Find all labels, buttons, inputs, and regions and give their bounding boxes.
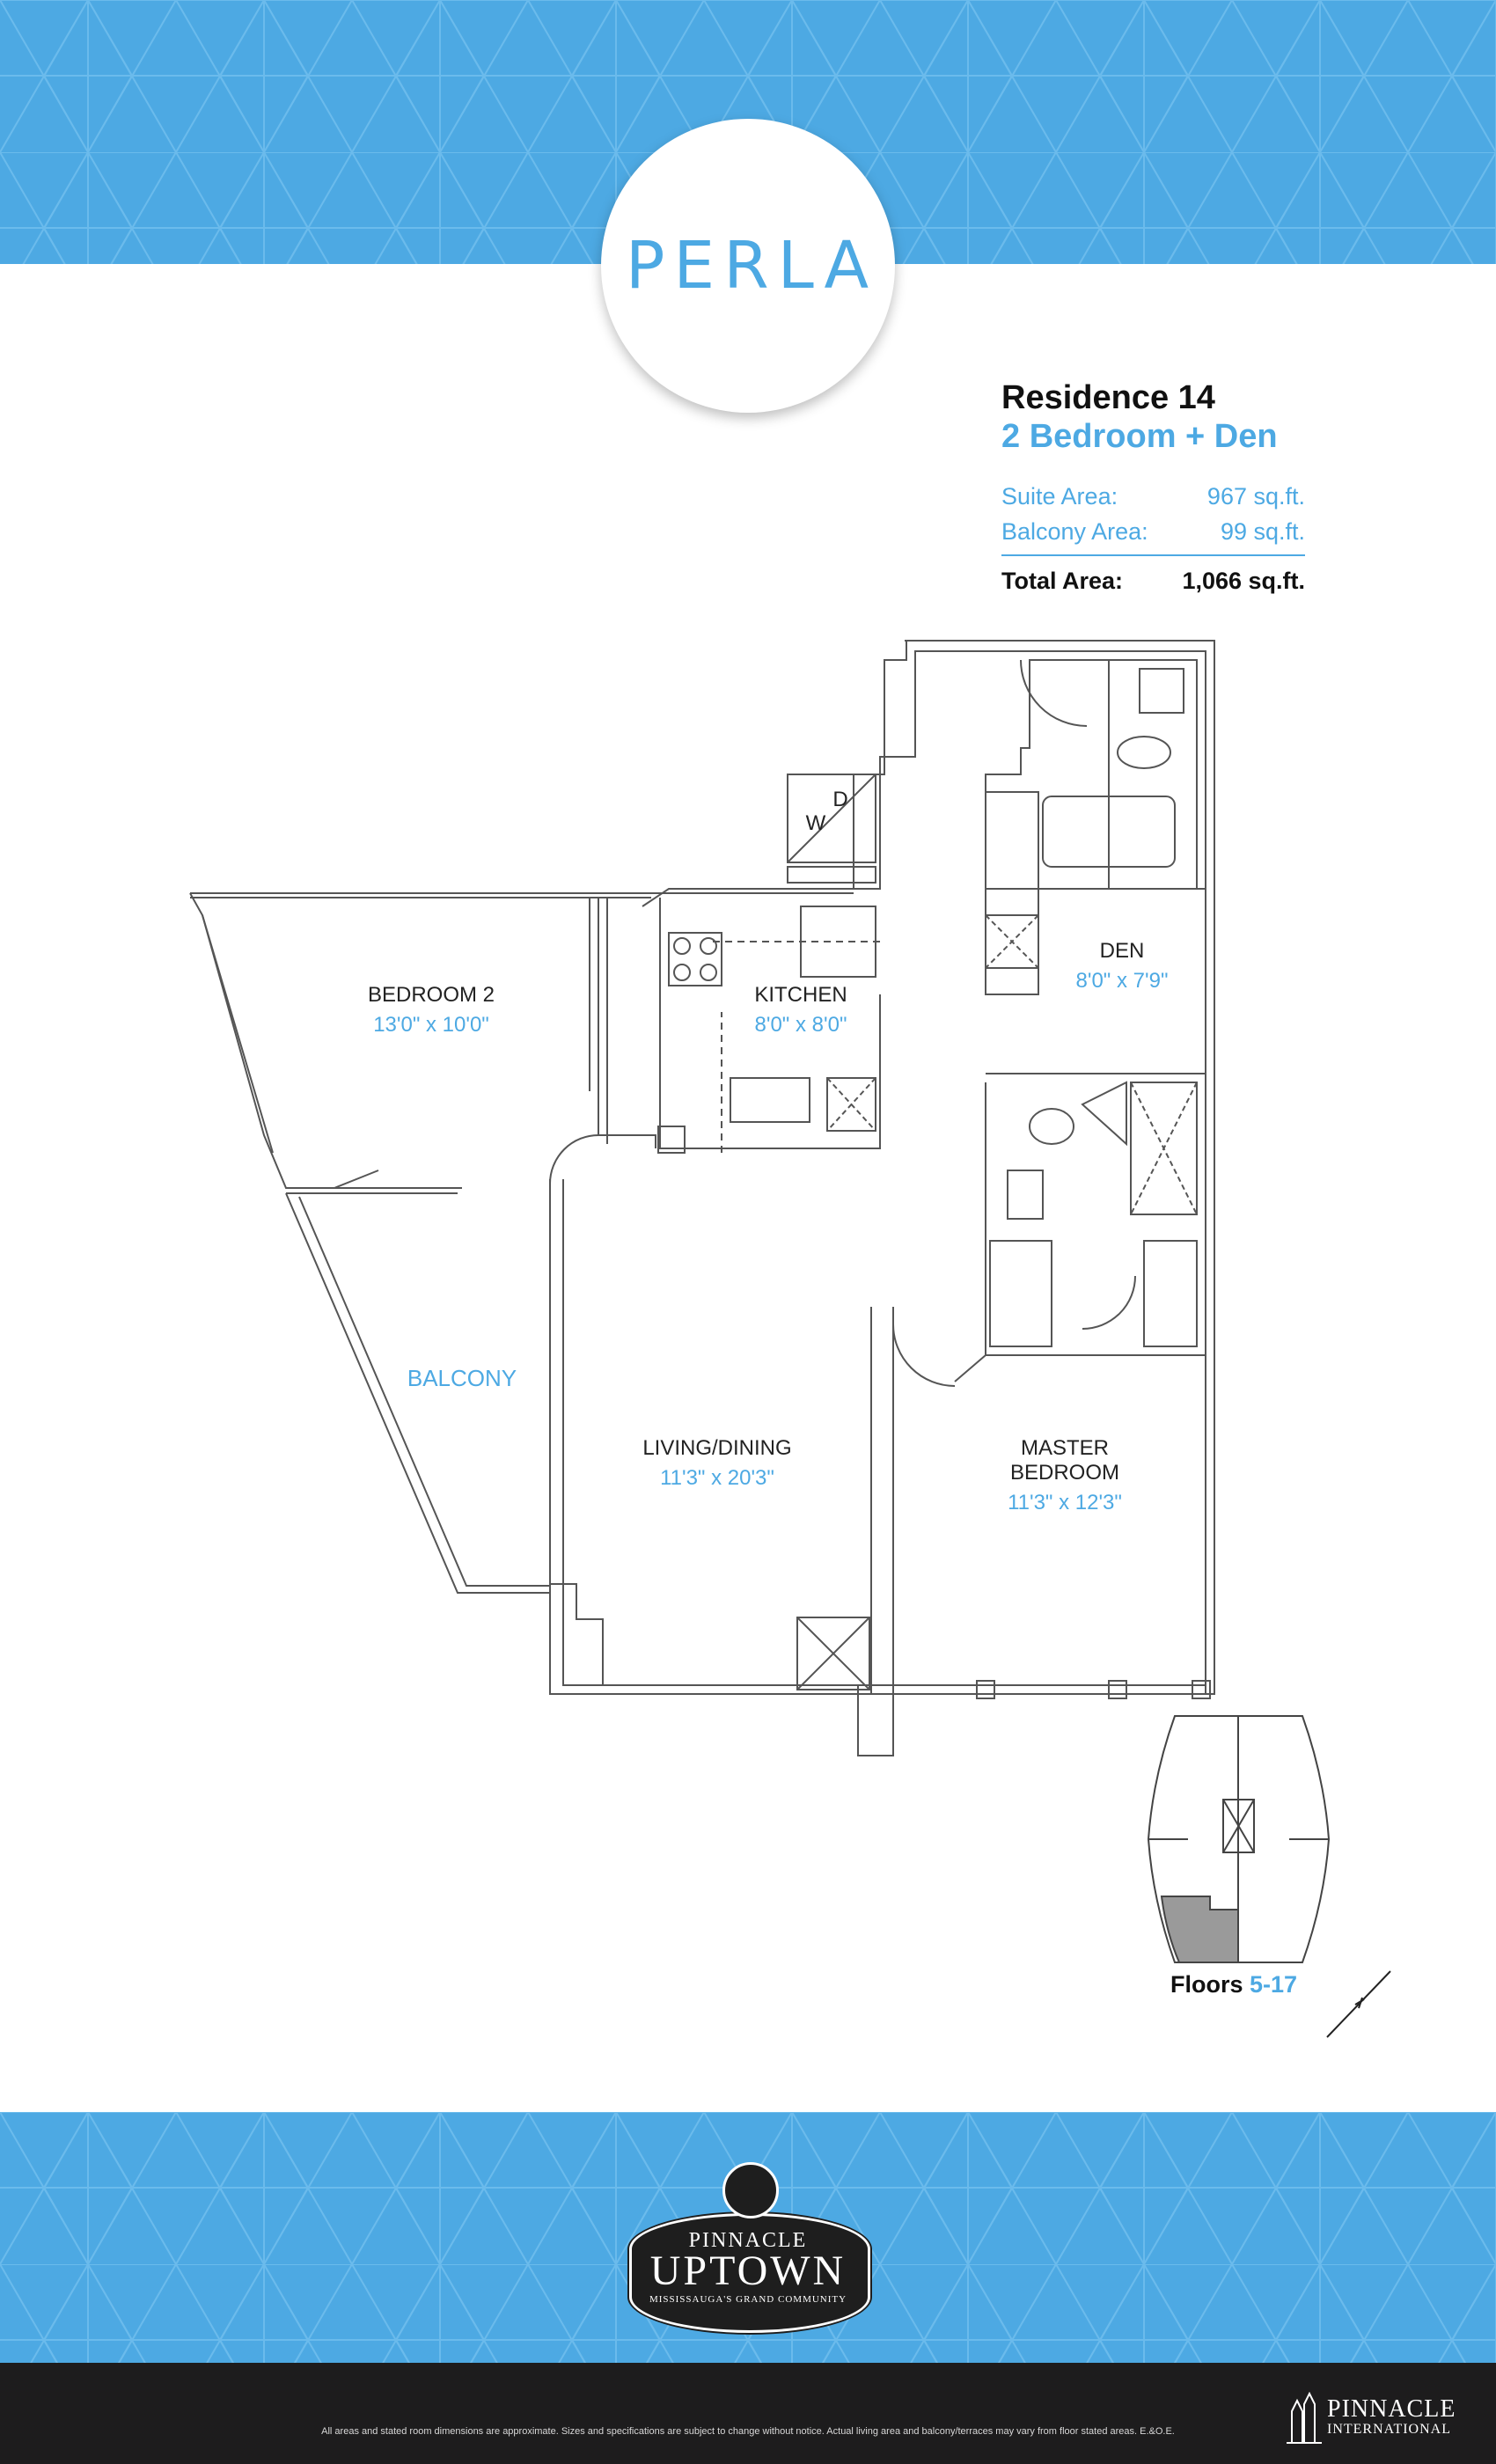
room-name: LIVING/DINING [642, 1436, 792, 1460]
developer-subname: INTERNATIONAL [1327, 2422, 1451, 2437]
unit-highlight [1160, 1896, 1239, 1963]
room-name: DEN [1099, 939, 1145, 963]
logo-line3: MISSISSAUGA'S GRAND COMMUNITY [649, 2294, 847, 2305]
room-dimensions: 8'0" x 7'9" [1075, 969, 1169, 993]
floors-range: 5-17 [1250, 1971, 1298, 1998]
unit-info: Residence 14 2 Bedroom + Den Suite Area:… [1001, 378, 1305, 598]
suite-area-value: 967 sq.ft. [1206, 483, 1305, 510]
suite-area-row: Suite Area: 967 sq.ft. [1001, 479, 1305, 514]
room-name: BEDROOM 2 [367, 983, 495, 1007]
key-plan [1147, 1715, 1331, 1963]
room-living-dining: LIVING/DINING 11'3" x 20'3" [634, 1436, 801, 1491]
unit-type: 2 Bedroom + Den [1001, 418, 1278, 455]
towers-icon [1287, 2392, 1322, 2444]
room-den: DEN 8'0" x 7'9" [1056, 939, 1188, 994]
washer-label: W [803, 811, 829, 836]
room-dimensions: 11'3" x 20'3" [660, 1466, 774, 1490]
total-area-value: 1,066 sq.ft. [1182, 568, 1305, 594]
dryer-letter: D [832, 788, 848, 811]
room-dimensions: 11'3" x 12'3" [1008, 1491, 1122, 1514]
divider [1001, 554, 1305, 556]
balcony-area-value: 99 sq.ft. [1220, 518, 1305, 545]
residence-title: Residence 14 [1001, 379, 1215, 416]
dryer-label: D [827, 788, 854, 812]
disclaimer-text: All areas and stated room dimensions are… [321, 2426, 1175, 2437]
logo-line2: UPTOWN [649, 2248, 847, 2294]
balcony-area-row: Balcony Area: 99 sq.ft. [1001, 514, 1305, 549]
diamond-icon [722, 2162, 779, 2218]
developer-name: PINNACLE [1327, 2395, 1456, 2423]
room-master-bedroom: MASTER BEDROOM 11'3" x 12'3" [968, 1436, 1162, 1515]
suite-area-label: Suite Area: [1001, 483, 1118, 510]
room-name: MASTER BEDROOM [1009, 1436, 1119, 1485]
brand-logo: PERLA [625, 228, 878, 304]
brand-badge: PERLA [601, 119, 895, 413]
room-dimensions: 13'0" x 10'0" [373, 1013, 489, 1037]
total-area-label: Total Area: [1001, 568, 1124, 594]
floors-text: Floors [1170, 1971, 1243, 1998]
room-dimensions: 8'0" x 8'0" [754, 1013, 847, 1037]
north-arrow-icon [1326, 1970, 1391, 2038]
room-bedroom2: BEDROOM 2 13'0" x 10'0" [352, 983, 510, 1038]
floor-plan [189, 640, 1215, 1756]
total-area-row: Total Area: 1,066 sq.ft. [1001, 563, 1305, 598]
logo-line1: PINNACLE [688, 2229, 808, 2252]
room-balcony: BALCONY [400, 1360, 524, 1392]
washer-letter: W [805, 811, 826, 835]
developer-logo: PINNACLE INTERNATIONAL [1285, 2392, 1461, 2445]
floors-label: Floors 5-17 [1170, 1971, 1297, 1998]
balcony-area-label: Balcony Area: [1001, 518, 1148, 545]
pinnacle-uptown-logo: PINNACLE UPTOWN MISSISSAUGA'S GRAND COMM… [629, 2160, 870, 2333]
footer [0, 2363, 1496, 2464]
room-name: KITCHEN [754, 983, 847, 1007]
room-name: BALCONY [407, 1365, 517, 1391]
room-kitchen: KITCHEN 8'0" x 8'0" [739, 983, 862, 1038]
